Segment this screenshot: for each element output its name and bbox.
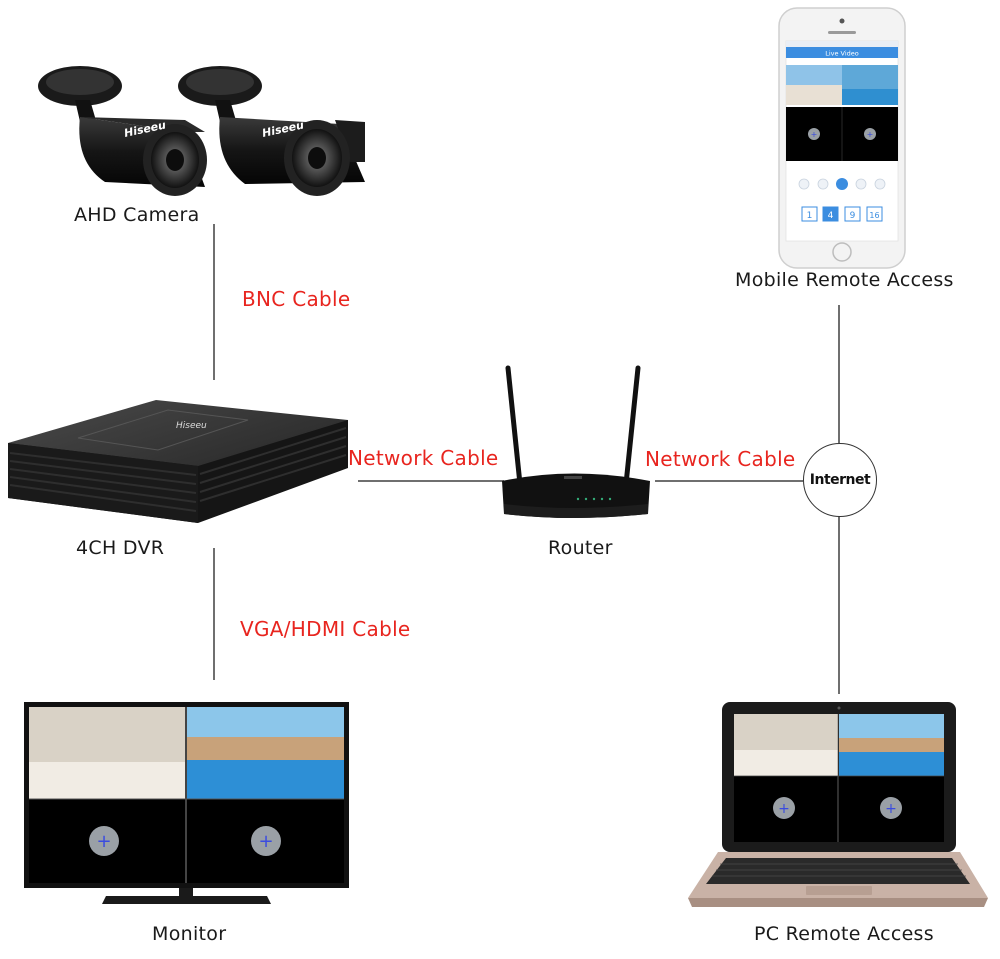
phone-grid-16: 16	[869, 211, 879, 220]
router-image	[502, 365, 650, 518]
line-internet-pc	[838, 516, 840, 694]
bnc-cable-label: BNC Cable	[242, 287, 351, 311]
line-router-internet	[655, 480, 803, 482]
ahd-camera-label: AHD Camera	[74, 204, 200, 226]
svg-text:+: +	[867, 130, 874, 139]
phone-grid-1: 1	[807, 211, 813, 221]
network-cable-label-left: Network Cable	[348, 446, 499, 470]
network-cable-label-right: Network Cable	[645, 447, 796, 471]
monitor-label: Monitor	[152, 923, 227, 945]
pc-laptop-image: + +	[688, 702, 988, 907]
pc-remote-access-label: PC Remote Access	[754, 923, 934, 945]
svg-text:+: +	[811, 130, 818, 139]
camera-2: Hiseeu	[178, 66, 365, 196]
line-dvr-monitor	[213, 548, 215, 680]
phone-header-title: Live Video	[825, 50, 859, 58]
svg-text:+: +	[778, 801, 790, 817]
router-label: Router	[548, 537, 613, 559]
internet-label: Internet	[809, 472, 871, 488]
dvr-image: Hiseeu	[8, 400, 348, 523]
svg-text:+: +	[258, 831, 273, 852]
mobile-phone-image: Live Video + + 1 4 9 16	[778, 7, 906, 269]
vga-hdmi-cable-label: VGA/HDMI Cable	[240, 617, 411, 641]
ahd-camera-image: Hiseeu Hiseeu	[38, 66, 365, 196]
camera-1: Hiseeu	[38, 66, 207, 196]
line-dvr-router	[358, 480, 504, 482]
line-mobile-internet	[838, 305, 840, 443]
line-camera-dvr	[213, 224, 215, 380]
phone-grid-9: 9	[850, 211, 856, 221]
internet-node: Internet	[803, 443, 877, 517]
dvr-label: 4CH DVR	[76, 537, 165, 559]
phone-grid-4: 4	[828, 211, 834, 221]
dvr-logo: Hiseeu	[176, 421, 207, 431]
mobile-remote-access-label: Mobile Remote Access	[735, 269, 954, 291]
svg-text:+: +	[885, 801, 897, 817]
monitor-image: + +	[24, 702, 349, 904]
svg-text:+: +	[96, 831, 111, 852]
